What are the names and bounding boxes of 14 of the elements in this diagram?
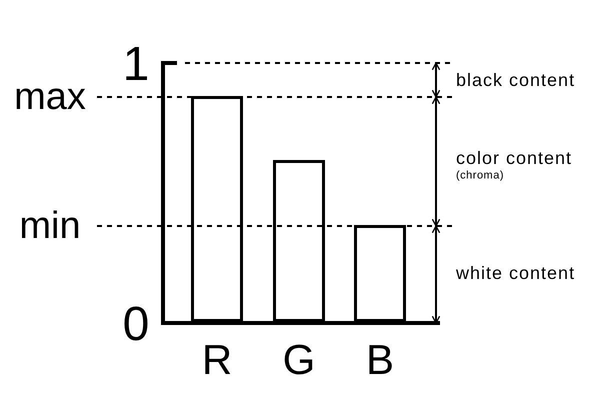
bar-label: R: [202, 339, 232, 381]
bar-label: B: [366, 339, 394, 381]
bar-label: G: [282, 339, 316, 381]
bar: [191, 96, 243, 322]
level-label: max: [14, 78, 86, 116]
bar: [354, 225, 406, 322]
level-label: min: [19, 207, 81, 245]
annotation-label: white content: [456, 264, 576, 282]
axis-value-label: 0: [122, 301, 150, 349]
annotation-label: color content: [456, 149, 572, 167]
annotation-label: (chroma): [456, 170, 504, 182]
axis-value-label: 1: [122, 41, 150, 89]
annotation-label: black content: [456, 71, 576, 89]
bar: [273, 160, 325, 322]
